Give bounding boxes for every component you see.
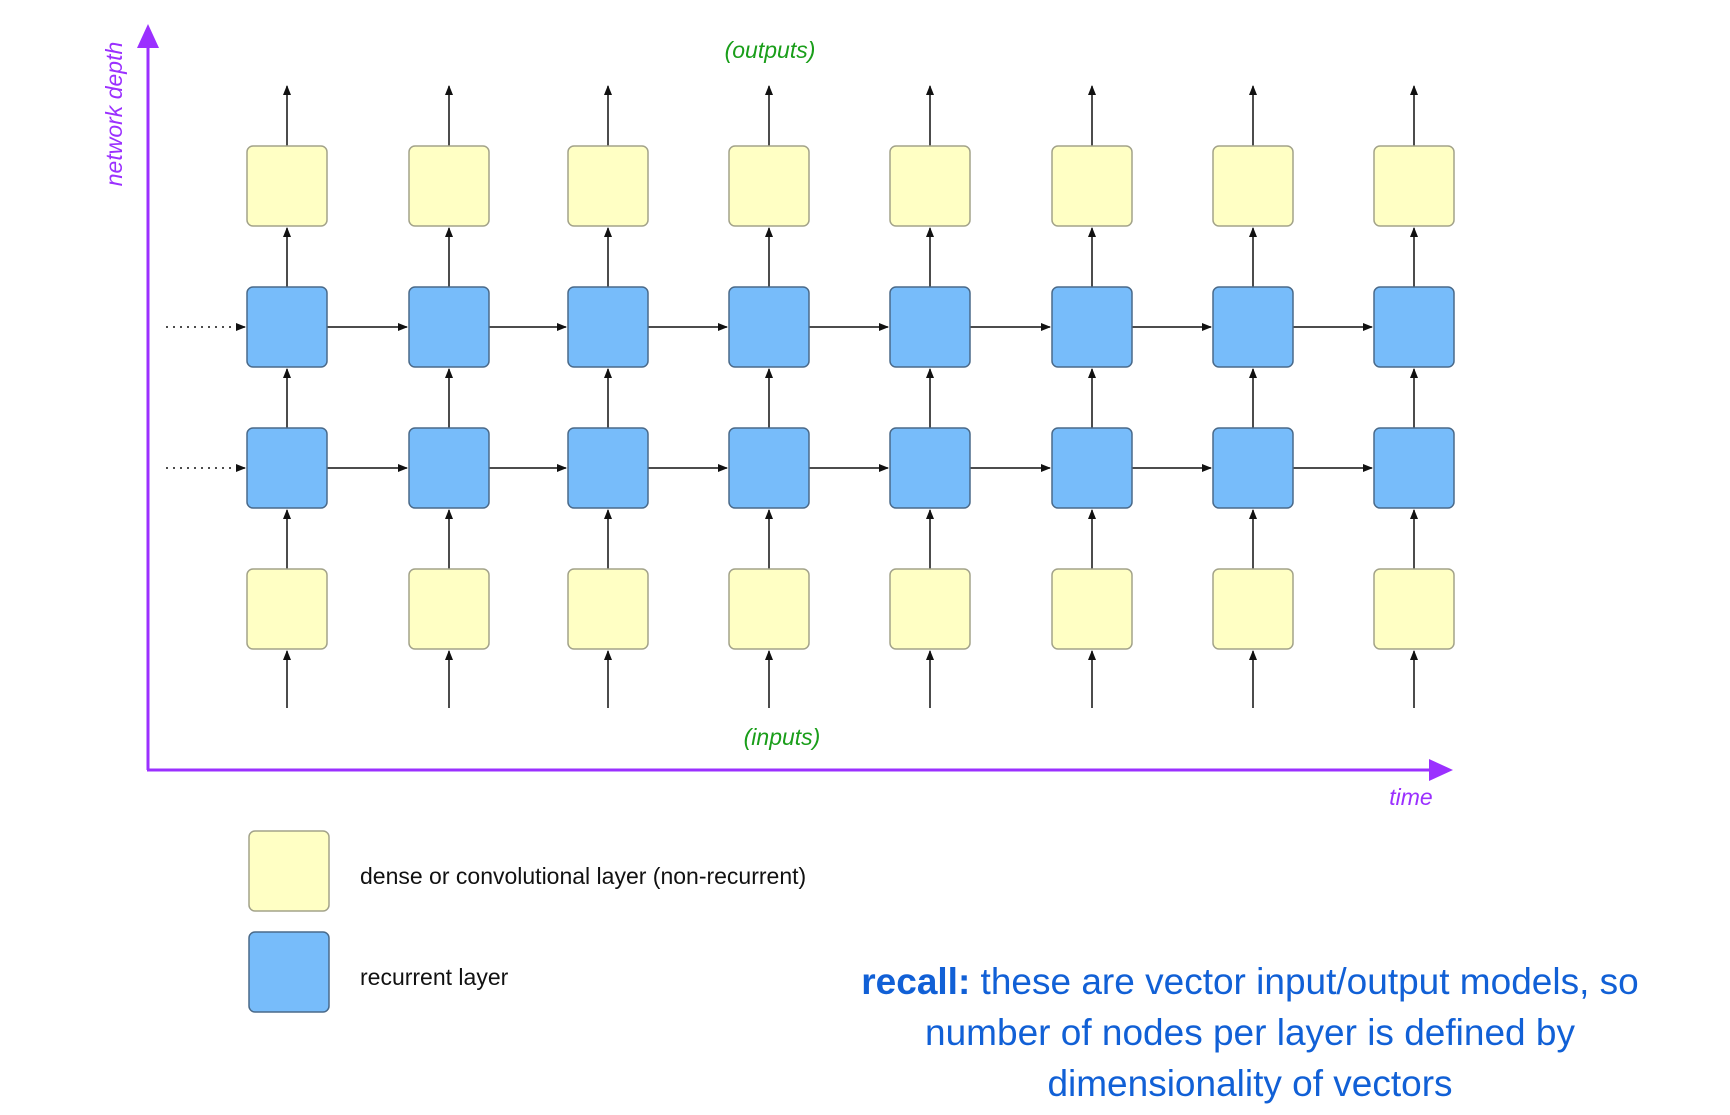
dense-layer-node (889, 568, 971, 650)
recall-note-bold: recall: (861, 961, 971, 1002)
inputs-label: (inputs) (744, 724, 821, 750)
recurrent-layer-node (408, 427, 490, 509)
dense-layer-node (1212, 145, 1294, 227)
recurrent-layer-node (728, 427, 810, 509)
legend-swatch-recurrent (248, 931, 330, 1013)
legend: dense or convolutional layer (non-recurr… (248, 830, 806, 1013)
recurrent-layer-node (567, 286, 649, 368)
recurrent-layer-node (889, 427, 971, 509)
depth-axis-label: network depth (101, 42, 127, 186)
dense-layer-node (1373, 568, 1455, 650)
dense-layer-node (408, 145, 490, 227)
recurrent-layer-node (728, 286, 810, 368)
recurrent-layer-node (1373, 286, 1455, 368)
dense-layer-node (889, 145, 971, 227)
recurrent-layer-node (889, 286, 971, 368)
dense-layer-node (246, 145, 328, 227)
dense-layer-node (408, 568, 490, 650)
recurrent-layer-node (1051, 286, 1133, 368)
time-axis-label: time (1389, 784, 1432, 810)
recall-note-line3: dimensionality of vectors (1047, 1063, 1453, 1104)
axes: network depth time (101, 24, 1453, 810)
connection-arrows (166, 85, 1418, 708)
recurrent-layer-node (1212, 427, 1294, 509)
dense-layer-node (1212, 568, 1294, 650)
recall-note-line1: these are vector input/output models, so (970, 961, 1639, 1002)
outputs-label: (outputs) (725, 37, 816, 63)
recurrent-layer-node (1373, 427, 1455, 509)
recurrent-layer-node (408, 286, 490, 368)
recurrent-layer-node (246, 286, 328, 368)
dense-layer-node (1051, 145, 1133, 227)
dense-layer-node (246, 568, 328, 650)
dense-layer-node (728, 568, 810, 650)
dense-layer-node (728, 145, 810, 227)
recurrent-layer-node (567, 427, 649, 509)
legend-label-recurrent: recurrent layer (360, 964, 509, 990)
dense-layer-node (1373, 145, 1455, 227)
dense-layer-node (567, 145, 649, 227)
recall-note-line2: number of nodes per layer is defined by (925, 1012, 1575, 1053)
recall-note: recall: these are vector input/output mo… (760, 956, 1730, 1109)
layer-nodes (246, 145, 1455, 650)
legend-label-dense: dense or convolutional layer (non-recurr… (360, 863, 806, 889)
depth-axis-arrowhead (137, 24, 159, 48)
recurrent-layer-node (1051, 427, 1133, 509)
dense-layer-node (567, 568, 649, 650)
recurrent-layer-node (1212, 286, 1294, 368)
dense-layer-node (1051, 568, 1133, 650)
legend-swatch-dense (248, 830, 330, 912)
recurrent-layer-node (246, 427, 328, 509)
time-axis-arrowhead (1429, 759, 1453, 781)
